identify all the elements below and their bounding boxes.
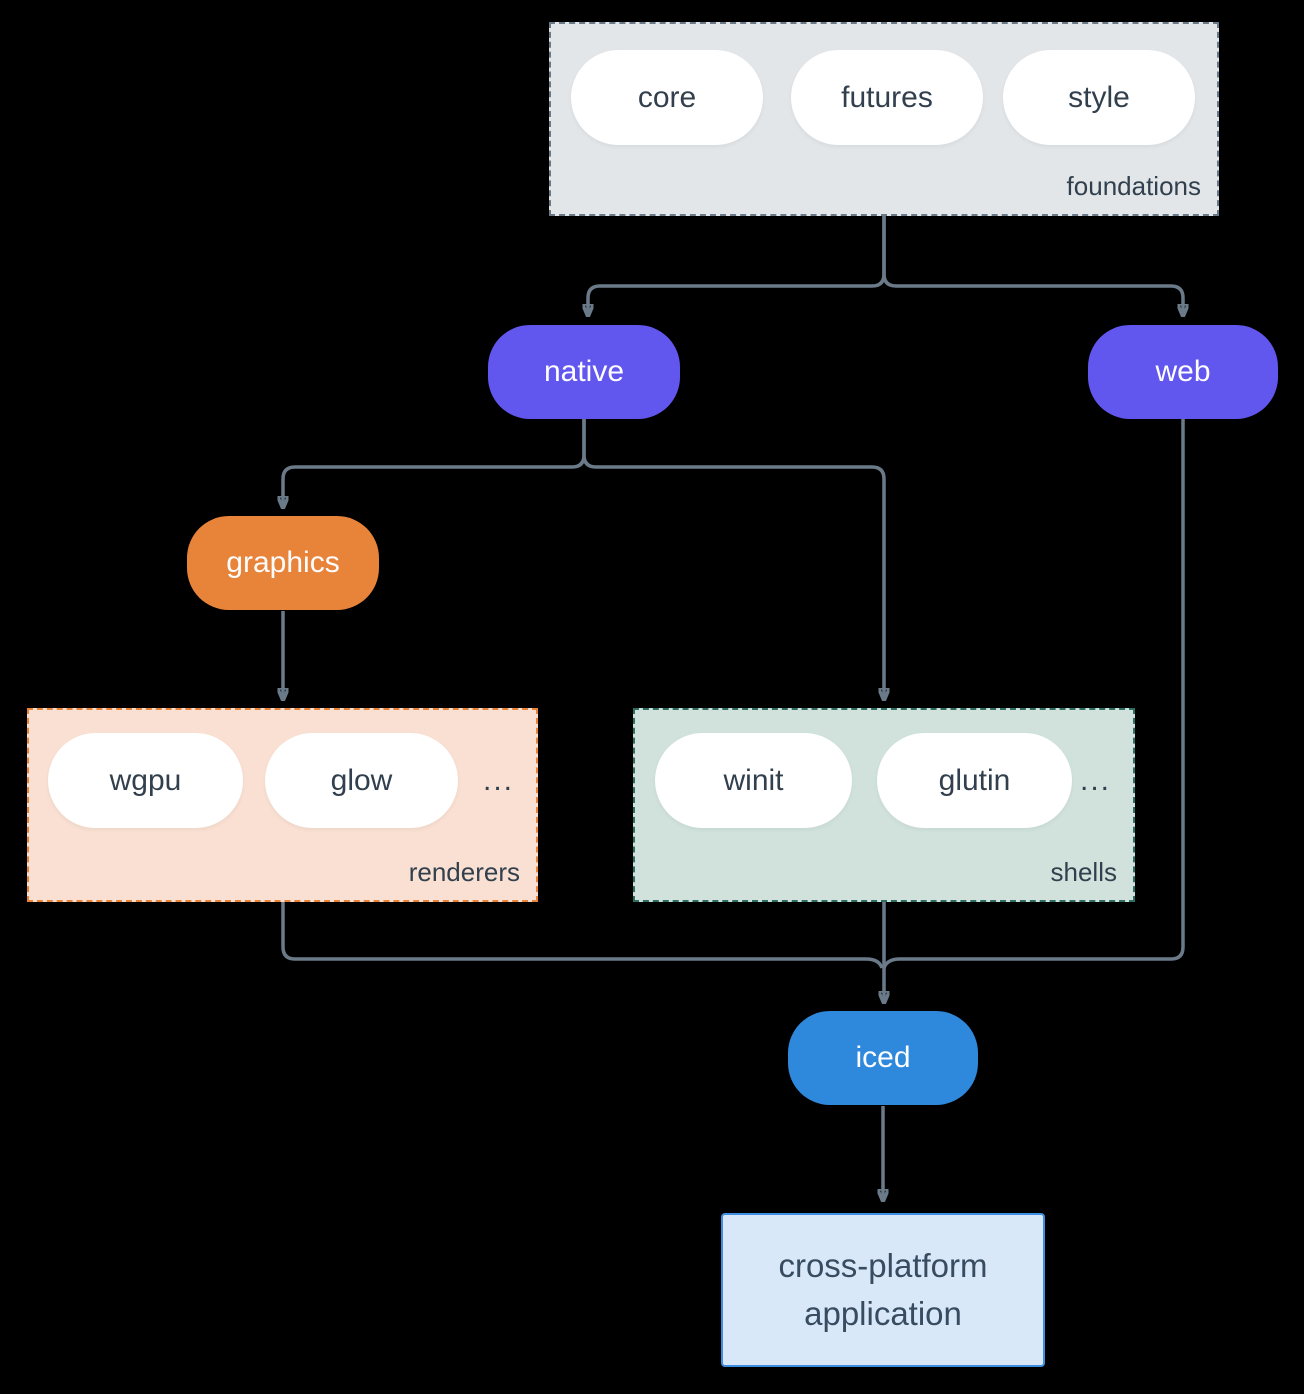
node-winit: winit (655, 733, 852, 828)
cluster-renderers: wgpu glow ... renderers (27, 708, 538, 902)
node-style: style (1003, 50, 1195, 145)
node-native: native (488, 325, 680, 419)
edge-foundations-web (882, 216, 1183, 313)
node-iced: iced (788, 1011, 978, 1105)
application-label-line1: cross-platform (778, 1247, 988, 1284)
node-cross-platform-application: cross-platform application (721, 1213, 1045, 1367)
node-wgpu: wgpu (48, 733, 243, 828)
edge-native-shells (582, 419, 884, 697)
node-core: core (571, 50, 763, 145)
cluster-label-foundations: foundations (1066, 171, 1201, 201)
edge-web-merge (882, 419, 1185, 969)
node-glow: glow (265, 733, 458, 828)
cluster-label-shells: shells (1050, 857, 1117, 887)
cluster-label-renderers: renderers (408, 857, 520, 887)
renderers-ellipsis: ... (482, 763, 514, 797)
shells-ellipsis: ... (1079, 763, 1111, 797)
cluster-shells: winit glutin ... shells (633, 708, 1135, 902)
cluster-foundations: core futures style foundations (549, 22, 1219, 216)
node-web: web (1088, 325, 1278, 419)
node-futures: futures (791, 50, 983, 145)
edge-renderers-merge (281, 902, 884, 969)
node-graphics: graphics (187, 516, 379, 610)
edge-native-graphics (283, 419, 586, 505)
node-glutin: glutin (877, 733, 1072, 828)
edge-foundations-native (588, 216, 886, 313)
application-label-line2: application (804, 1295, 962, 1332)
